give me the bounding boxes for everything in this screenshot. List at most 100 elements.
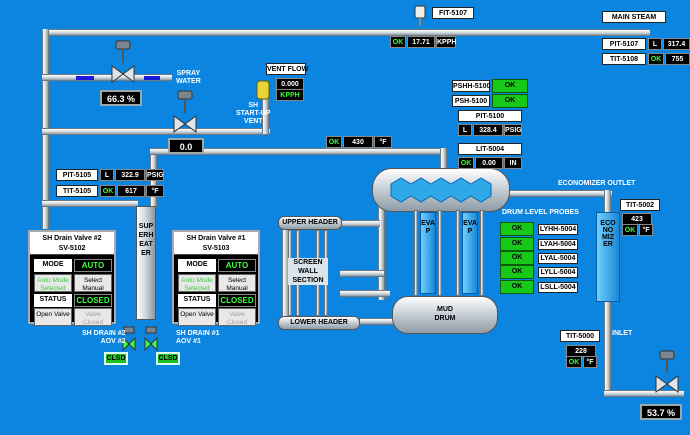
drain-valve-1-manual-button[interactable]: Select Manual Mode [218,274,256,300]
drain-valve-1-status-label: STATUS [178,294,216,307]
main-steam-tag: MAIN STEAM [602,11,666,23]
economizer [596,212,620,302]
spray-valve-icon[interactable] [110,40,136,86]
pit5100-mode: L [458,124,472,136]
evap-label-2: EVAP [463,220,477,235]
vent-flow-value: 0.000 [276,78,304,90]
fit5107-status: OK [390,36,406,48]
drain-valve-1-closed-button[interactable]: Valve Closed [218,308,256,326]
tit5002-tag: TIT-5002 [620,199,660,211]
sh-drain-1-valve-icon[interactable] [144,326,158,352]
probe-tag-2: LYAH-5004 [538,239,578,250]
pit5100-value: 328.4 [473,124,503,136]
mud-drum [392,296,498,334]
pit5107-tag: PIT-5107 [602,38,646,50]
psh5100-tag: PSH-5100 [452,95,490,107]
economizer-down [604,300,611,394]
steam-line-temp-unit: °F [374,136,392,148]
startup-vent-value: 0.0 [168,138,204,154]
sh-drain-1-status: CLSD [156,352,180,365]
steam-line-temp-status: OK [326,136,342,148]
fit5107-transmitter-icon [414,5,426,26]
tit5105-value: 617 [117,185,145,197]
probe-tag-1: LYHH-5004 [538,224,578,235]
tit5105-status: OK [100,185,116,197]
probe-tag-3: LYAL-5004 [538,253,578,264]
sh-drain-2-status: CLSD [104,352,128,365]
pit5100-tag: PIT-5100 [458,110,522,122]
upper-header [278,216,342,230]
tit5000-unit: °F [583,356,597,368]
fit5107-tag: FIT-5107 [432,7,474,19]
economizer-riser [604,190,611,215]
drain-valve-1-mode-label: MODE [178,259,216,272]
tit5002-unit: °F [639,224,653,236]
lower-header-link [360,318,394,325]
economizer-valve-icon[interactable] [654,350,680,396]
economizer-outlet-label: ECONOMIZER OUTLET [558,180,636,187]
drum-steam-riser [440,148,447,172]
drain-valve-2-closed-button[interactable]: Valve Closed [74,308,112,326]
probe-tag-5: LSLL-5004 [538,282,578,293]
tit5108-tag: TIT-5108 [602,53,646,65]
superheater-label: SUPERHEATER [138,223,154,257]
tit5000-status: OK [566,356,582,368]
drain-valve-2-status-value: CLOSED [74,294,112,307]
upper-header-label: UPPER HEADER [282,219,338,226]
economizer-inlet-pipe [604,390,684,397]
drum-probes-title: DRUM LEVEL PROBES [502,209,579,216]
steam-line-temp-value: 430 [343,136,373,148]
drain-valve-1-open-button[interactable]: Open Valve [178,308,216,326]
pit5105-tag: PIT-5105 [56,169,98,181]
drain-valve-1-auto-button[interactable]: Auto Mode Selected [178,274,216,292]
drain-valve-1-mode-value: AUTO [218,259,256,272]
spray-valve-percent: 66.3 % [100,90,142,106]
pshh5100-status: OK [492,79,528,93]
lower-header [278,316,360,330]
evap-band-2 [462,212,478,294]
drain-valve-2-mode-value: AUTO [74,259,112,272]
lit5004-status: OK [458,157,474,169]
lit5004-value: 0.00 [475,157,503,169]
riser-link-2 [340,270,384,277]
evap-tube [456,210,460,296]
tit5105-tag: TIT-5105 [56,185,98,197]
spray-flow-indicator [76,76,94,80]
pit5105-mode: L [100,169,114,181]
drain-valve-1-status-value: CLOSED [218,294,256,307]
vent-flow-element-icon [256,80,270,100]
pit5107-mode: L [648,38,662,50]
drain-valve-2-mode-label: MODE [34,259,72,272]
sh-inlet-drop [42,205,49,209]
pit5105-unit: PSIG [146,169,164,181]
lit5004-tag: LIT-5004 [458,143,522,155]
pit5105-value: 322.9 [115,169,145,181]
startup-vent-pipe [42,128,270,135]
spray-flow-indicator-2 [144,76,160,80]
lit5004-unit: IN [504,157,522,169]
riser-link-3 [340,290,390,297]
evap-tube [438,210,442,296]
economizer-label: ECONOMIZER [600,220,616,248]
drain-valve-2-manual-button[interactable]: Select Manual Mode [74,274,112,300]
evap-band-1 [420,212,436,294]
drum-steam-pipe [230,148,446,155]
drain-valve-2-status-label: STATUS [34,294,72,307]
probe-status-5: OK [500,280,534,294]
drain-valve-2-auto-button[interactable]: Auto Mode Selected [34,274,72,292]
sh-drain-2-valve-icon[interactable] [122,326,136,352]
drain-valve-2-open-button[interactable]: Open Valve [34,308,72,326]
startup-vent-valve-icon[interactable] [172,90,198,136]
downcomer-1 [378,200,385,300]
probe-status-1: OK [500,222,534,236]
sh-inlet-pipe [42,200,138,207]
tit5105-unit: °F [146,185,164,197]
